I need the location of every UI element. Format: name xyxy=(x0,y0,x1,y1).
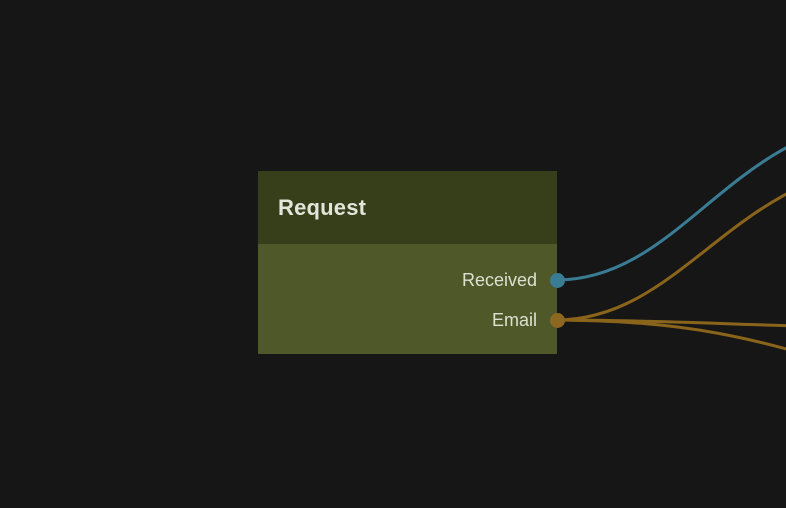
output-label: Email xyxy=(491,310,537,330)
output-label: Received xyxy=(461,270,537,290)
output-port-email[interactable] xyxy=(550,312,565,328)
edge-email-down[interactable] xyxy=(554,318,786,378)
edge-email-up[interactable] xyxy=(554,165,786,322)
node-header[interactable]: Request xyxy=(258,171,557,244)
output-row-received: Received xyxy=(258,260,565,300)
output-row-email: Email xyxy=(258,300,565,340)
edge-received[interactable] xyxy=(554,120,786,282)
output-port-received[interactable] xyxy=(550,272,565,288)
node-title: Request xyxy=(278,194,367,220)
